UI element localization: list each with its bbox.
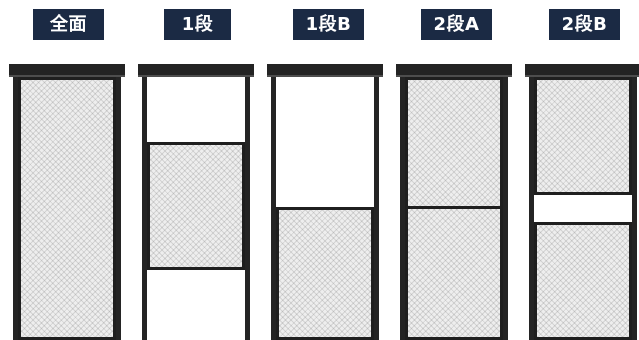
top-cap (396, 64, 512, 77)
mesh-panel-upper (405, 77, 503, 209)
right-post (245, 77, 250, 340)
mesh-panel-lower (534, 222, 632, 340)
variant-1dan-b (267, 64, 383, 340)
variant-zenmen (9, 64, 125, 340)
variant-label-zenmen: 全面 (33, 9, 104, 40)
left-post (529, 77, 534, 340)
panel-gap (534, 195, 632, 222)
left-post (400, 77, 405, 340)
right-post (503, 77, 508, 340)
mesh-panel-lower (276, 207, 374, 340)
top-cap (267, 64, 383, 77)
variant-2dan-a (396, 64, 512, 340)
left-post (142, 77, 147, 340)
mesh-panel-lower (405, 206, 503, 340)
right-post (632, 77, 637, 340)
variant-label-1dan: 1段 (164, 9, 231, 40)
top-cap (525, 64, 639, 77)
variant-label-2dan-b: 2段B (549, 9, 620, 40)
right-post (374, 77, 379, 340)
mesh-panel-upper (534, 77, 632, 195)
variant-label-1dan-b: 1段B (293, 9, 364, 40)
mesh-panel-full (18, 77, 116, 340)
variant-1dan (138, 64, 254, 340)
right-post (116, 77, 121, 340)
variant-2dan-b (525, 64, 639, 340)
variant-label-2dan-a: 2段A (421, 9, 492, 40)
mesh-panel-middle (147, 142, 245, 270)
top-cap (9, 64, 125, 77)
left-post (271, 77, 276, 340)
top-cap (138, 64, 254, 77)
left-post (13, 77, 18, 340)
